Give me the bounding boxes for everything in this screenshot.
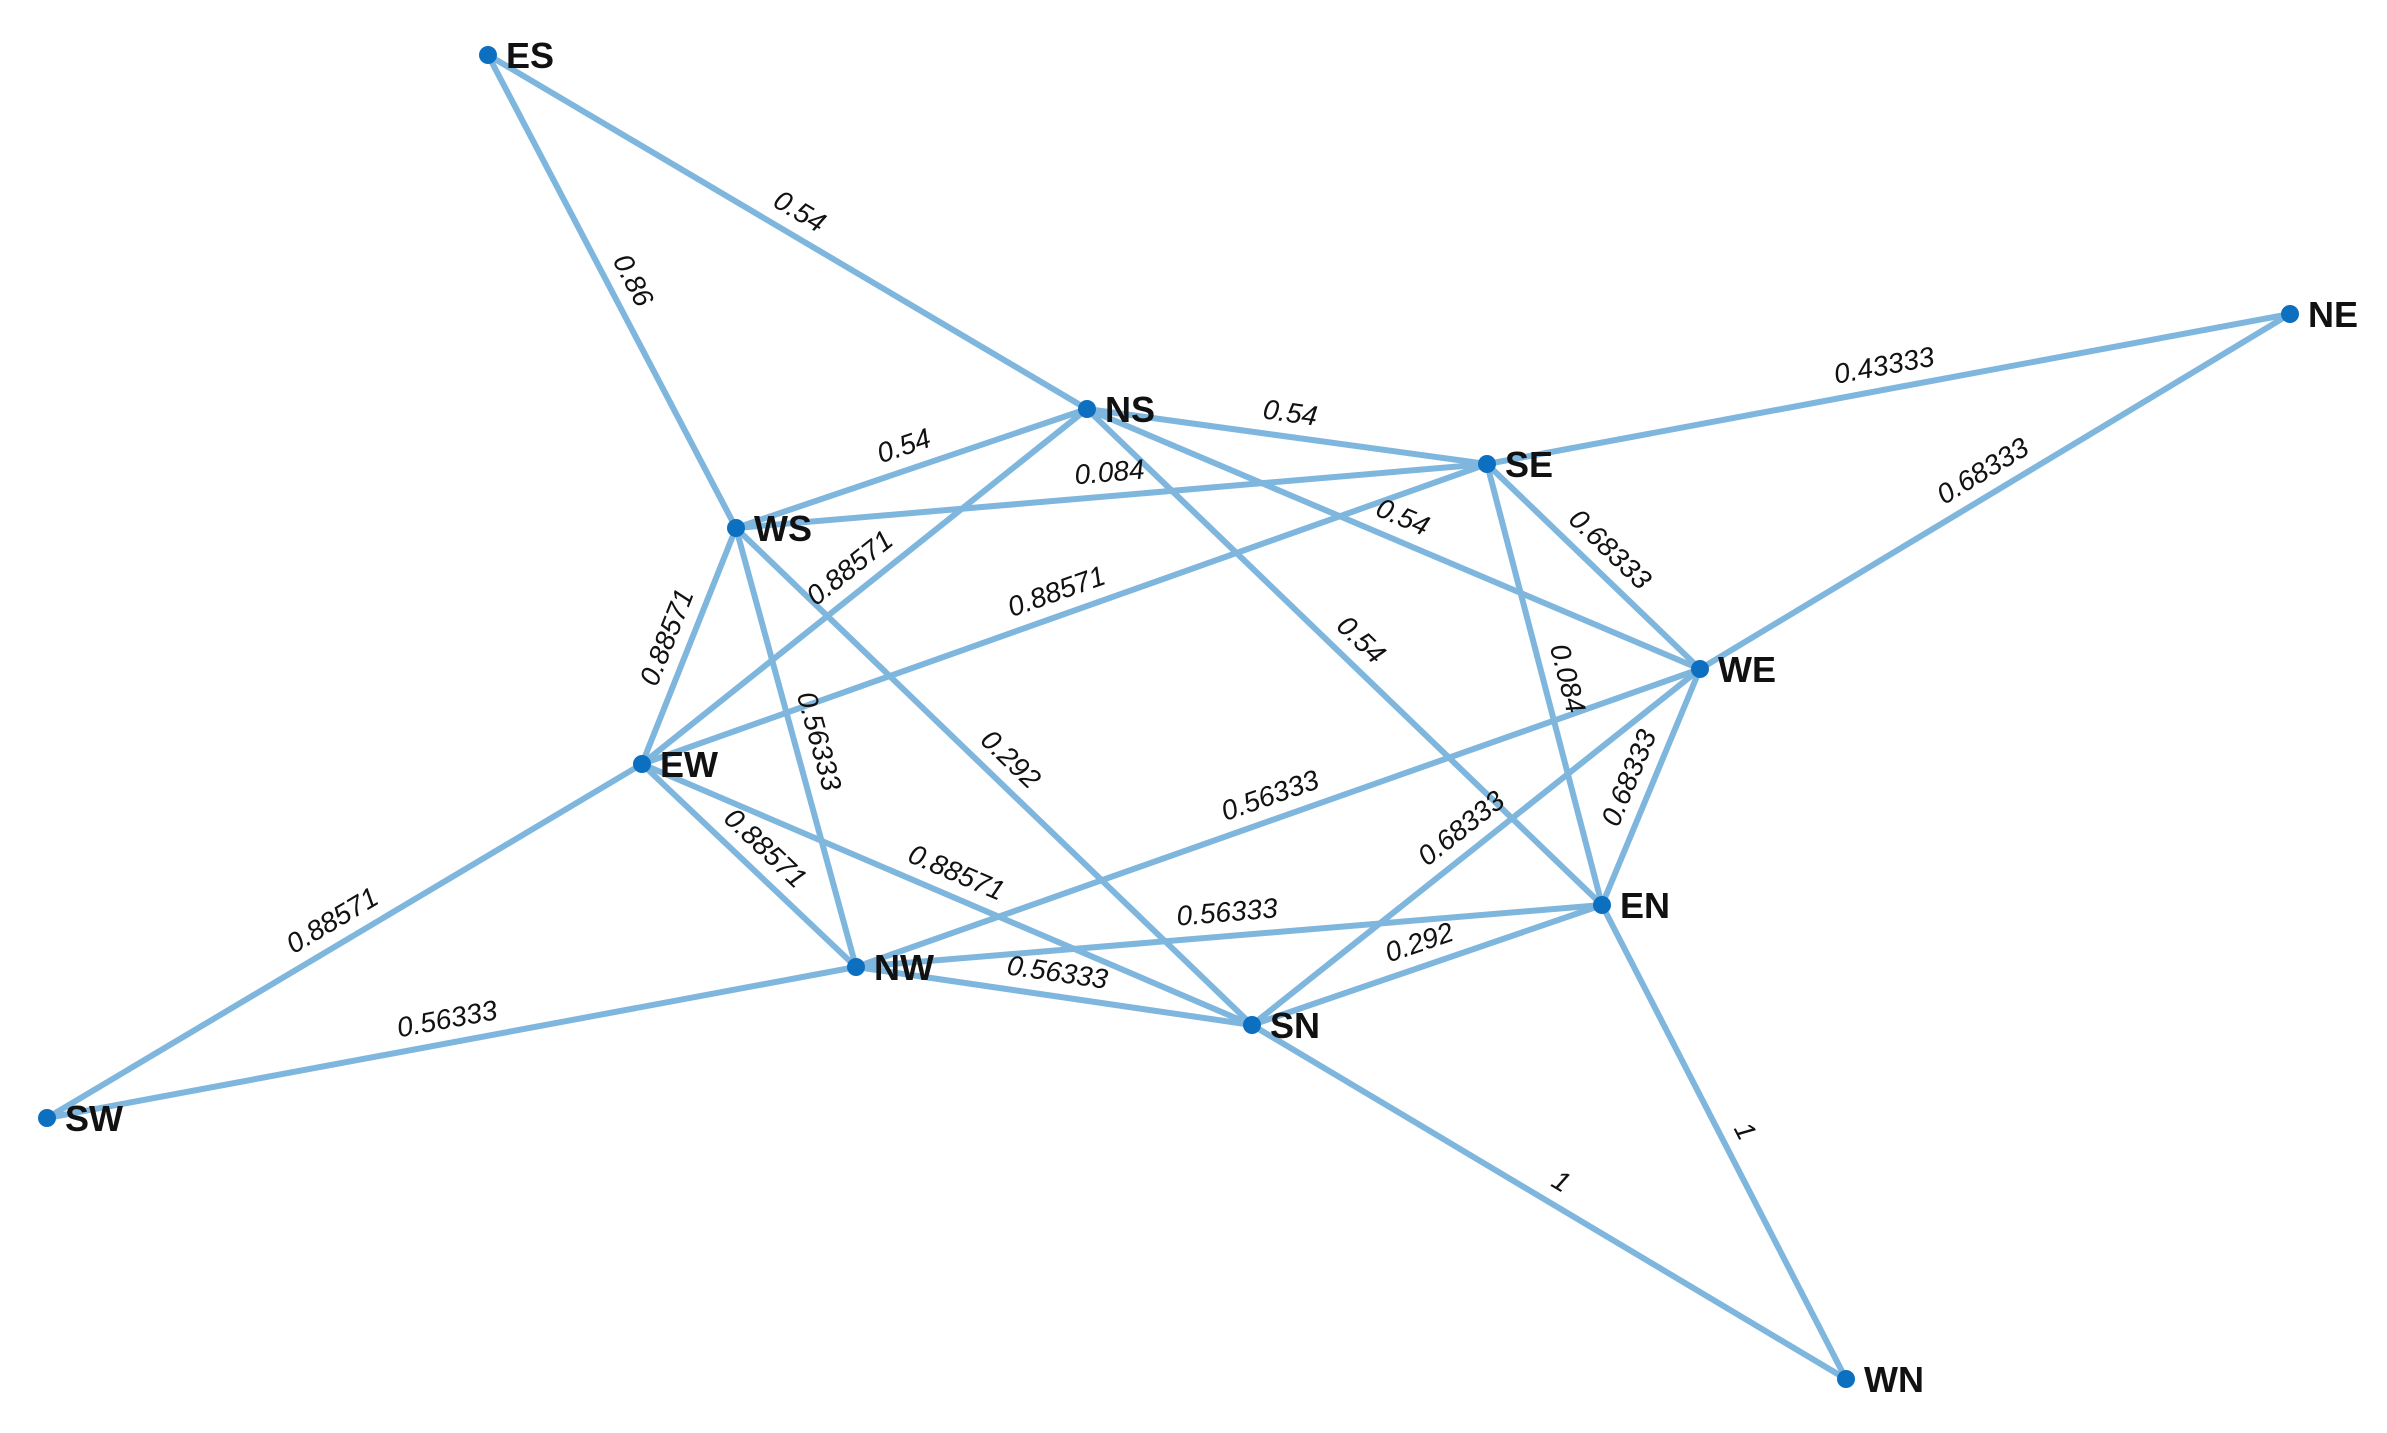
node-marker (1243, 1016, 1261, 1034)
node-label: NW (874, 947, 934, 988)
node-label: SN (1270, 1005, 1320, 1046)
node-label: SW (65, 1098, 123, 1139)
node-label: WS (754, 508, 812, 549)
edge-ws-nw (733, 525, 859, 970)
edge-ew-sn (639, 761, 1255, 1028)
edge-ws-ew (639, 525, 739, 767)
node-marker (1593, 896, 1611, 914)
edge-ns-ew (639, 406, 1090, 767)
node-marker (633, 755, 651, 773)
node-marker (1478, 455, 1496, 473)
edge-weight-label-ns-se: 0.54 (1261, 394, 1319, 432)
edge-ne-we (1697, 311, 2293, 672)
node-label: ES (506, 35, 554, 76)
node-label: NS (1105, 389, 1155, 430)
edge-ew-nw (639, 761, 859, 970)
node-label: WE (1718, 649, 1776, 690)
edge-se-ew (639, 461, 1490, 767)
node-label: EN (1620, 885, 1670, 926)
edge-nw-sn (853, 964, 1255, 1028)
edge-we-sn (1249, 666, 1703, 1028)
node-es: ES (479, 35, 554, 76)
edge-ns-we (1084, 406, 1703, 672)
edge-sn-en (1249, 902, 1605, 1028)
nodes-layer: ES NE NS SE WS WE EW EN NW SN SW WN (38, 35, 2358, 1400)
edge-weight-label-ws-nw: 0.56333 (791, 688, 848, 794)
edge-weight-label-ws-sn: 0.292 (975, 724, 1047, 795)
edge-weight-label-se-ws: 0.084 (1073, 454, 1145, 491)
node-wn: WN (1837, 1359, 1924, 1400)
edge-labels-layer: 0.540.860.540.540.885710.540.540.433330.… (281, 184, 2035, 1199)
node-ew: EW (633, 744, 718, 785)
edge-es-ws (485, 52, 739, 531)
node-ns: NS (1078, 389, 1155, 430)
node-marker (1691, 660, 1709, 678)
edge-we-en (1599, 666, 1703, 908)
edge-en-wn (1599, 902, 1849, 1382)
edge-es-ns (485, 52, 1090, 412)
node-we: WE (1691, 649, 1776, 690)
edge-ns-se (1084, 406, 1490, 467)
edge-weight-label-ns-en: 0.54 (1331, 610, 1392, 670)
edge-nw-en (853, 902, 1605, 970)
node-marker (727, 519, 745, 537)
edge-se-en (1484, 461, 1605, 908)
node-ws: WS (727, 508, 812, 549)
node-nw: NW (847, 947, 934, 988)
edge-ns-ws (733, 406, 1090, 531)
node-se: SE (1478, 444, 1553, 485)
node-en: EN (1593, 885, 1670, 926)
edges-layer (44, 52, 2293, 1382)
edge-se-ne (1484, 311, 2293, 467)
node-ne: NE (2281, 294, 2358, 335)
edge-weight-label-nw-en: 0.56333 (1175, 892, 1279, 931)
node-marker (1078, 400, 1096, 418)
edge-sn-wn (1249, 1022, 1849, 1382)
node-marker (847, 958, 865, 976)
edge-ew-sw (44, 761, 645, 1121)
node-label: NE (2308, 294, 2358, 335)
node-marker (2281, 305, 2299, 323)
node-label: SE (1505, 444, 1553, 485)
node-sn: SN (1243, 1005, 1320, 1046)
edge-se-ws (733, 461, 1490, 531)
edge-weight-label-es-ns: 0.54 (768, 184, 831, 238)
node-marker (38, 1109, 56, 1127)
edge-nw-sw (44, 964, 859, 1121)
edge-weight-label-sn-wn: 1 (1547, 1164, 1576, 1199)
edge-weight-label-se-ew: 0.88571 (1004, 560, 1110, 623)
edge-se-we (1484, 461, 1703, 672)
node-marker (1837, 1370, 1855, 1388)
node-marker (479, 46, 497, 64)
edge-weight-label-we-nw: 0.56333 (1217, 764, 1323, 827)
node-label: WN (1864, 1359, 1924, 1400)
edge-weight-label-en-wn: 1 (1728, 1117, 1763, 1145)
node-sw: SW (38, 1098, 123, 1139)
node-label: EW (660, 744, 718, 785)
